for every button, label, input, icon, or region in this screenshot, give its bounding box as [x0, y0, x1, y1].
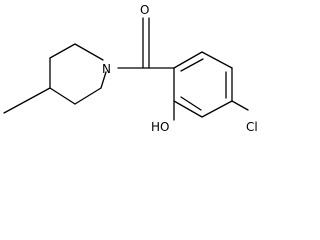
benzene-inner-double-1 — [180, 58, 204, 72]
piperidine-bond-c6-n — [100, 71, 107, 89]
atom-labels: O N HO Cl — [102, 3, 258, 134]
structure-canvas: O N HO Cl — [3, 3, 258, 134]
benzene-ring — [173, 51, 249, 121]
chlorine-label: Cl — [246, 120, 258, 134]
benzene-bond-2-3 — [201, 51, 233, 69]
oxygen-carbonyl-label: O — [140, 3, 149, 17]
benzene-inner-double-3 — [180, 96, 202, 111]
chlorine-bond — [231, 100, 249, 111]
piperidine-bond-c5-c6 — [74, 87, 102, 105]
benzene-bond-5-6 — [173, 100, 203, 118]
hydroxyl-label: HO — [151, 120, 169, 134]
piperidine-ring — [3, 43, 107, 114]
piperidine-bond-c2-c3 — [49, 43, 76, 59]
benzene-bond-1-2 — [173, 51, 203, 69]
piperidine-bond-n-c2 — [74, 43, 104, 61]
piperidine-bond-c4-c5 — [49, 87, 76, 105]
nitrogen-label: N — [102, 62, 111, 76]
molecule-diagram: O N HO Cl — [3, 3, 258, 134]
benzene-bond-4-5 — [201, 100, 233, 118]
carbonyl-group — [117, 17, 175, 69]
methyl-bond — [3, 87, 51, 114]
